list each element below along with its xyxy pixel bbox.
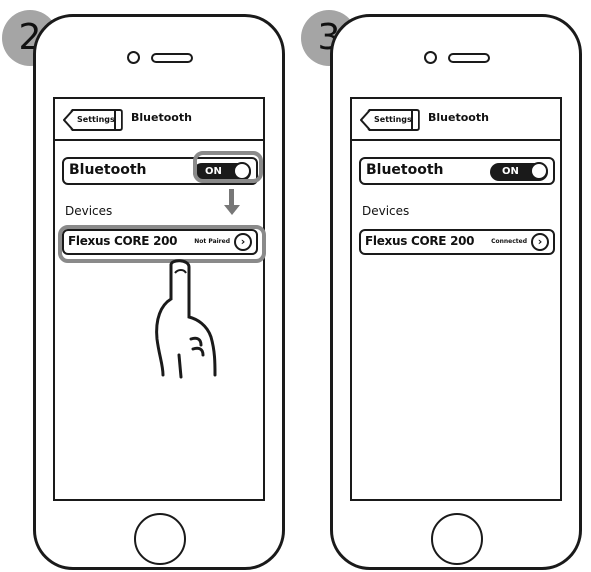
navigation-bar: Settings Bluetooth [55,99,263,141]
devices-header: Devices [65,204,112,218]
back-button-outline [63,109,117,131]
phone-screen: Settings Bluetooth Bluetooth ON Devices … [53,97,265,501]
toggle-knob [530,162,548,180]
device-row[interactable]: Flexus CORE 200 Connected › [359,229,555,255]
bluetooth-toggle[interactable]: ON [490,163,548,181]
home-button[interactable] [134,513,186,565]
phone-screen: Settings Bluetooth Bluetooth ON Devices … [350,97,562,501]
nav-title: Bluetooth [428,111,489,124]
pointing-hand-icon [145,259,225,379]
phone-illustration: Settings Bluetooth Bluetooth ON Devices … [33,14,285,570]
bluetooth-label: Bluetooth [69,162,147,178]
toggle-highlight-frame [193,151,263,183]
bluetooth-label: Bluetooth [366,162,444,178]
device-highlight-frame [58,225,266,263]
front-camera [127,51,140,64]
navigation-bar: Settings Bluetooth [352,99,560,141]
nav-title: Bluetooth [131,111,192,124]
bluetooth-setting-row: Bluetooth ON [359,157,555,185]
device-status: Connected [491,238,527,245]
speaker-grille [151,53,193,63]
toggle-state-text: ON [502,166,519,177]
phone-illustration: Settings Bluetooth Bluetooth ON Devices … [330,14,582,570]
bluetooth-setting-row: Bluetooth ON [62,157,258,185]
front-camera [424,51,437,64]
device-name: Flexus CORE 200 [365,234,474,248]
home-button[interactable] [431,513,483,565]
device-row[interactable]: Flexus CORE 200 Not Paired › [62,229,258,255]
arrow-head [224,205,240,215]
speaker-grille [448,53,490,63]
back-button-outline [360,109,414,131]
chevron-right-icon[interactable]: › [531,233,549,251]
devices-header: Devices [362,204,409,218]
